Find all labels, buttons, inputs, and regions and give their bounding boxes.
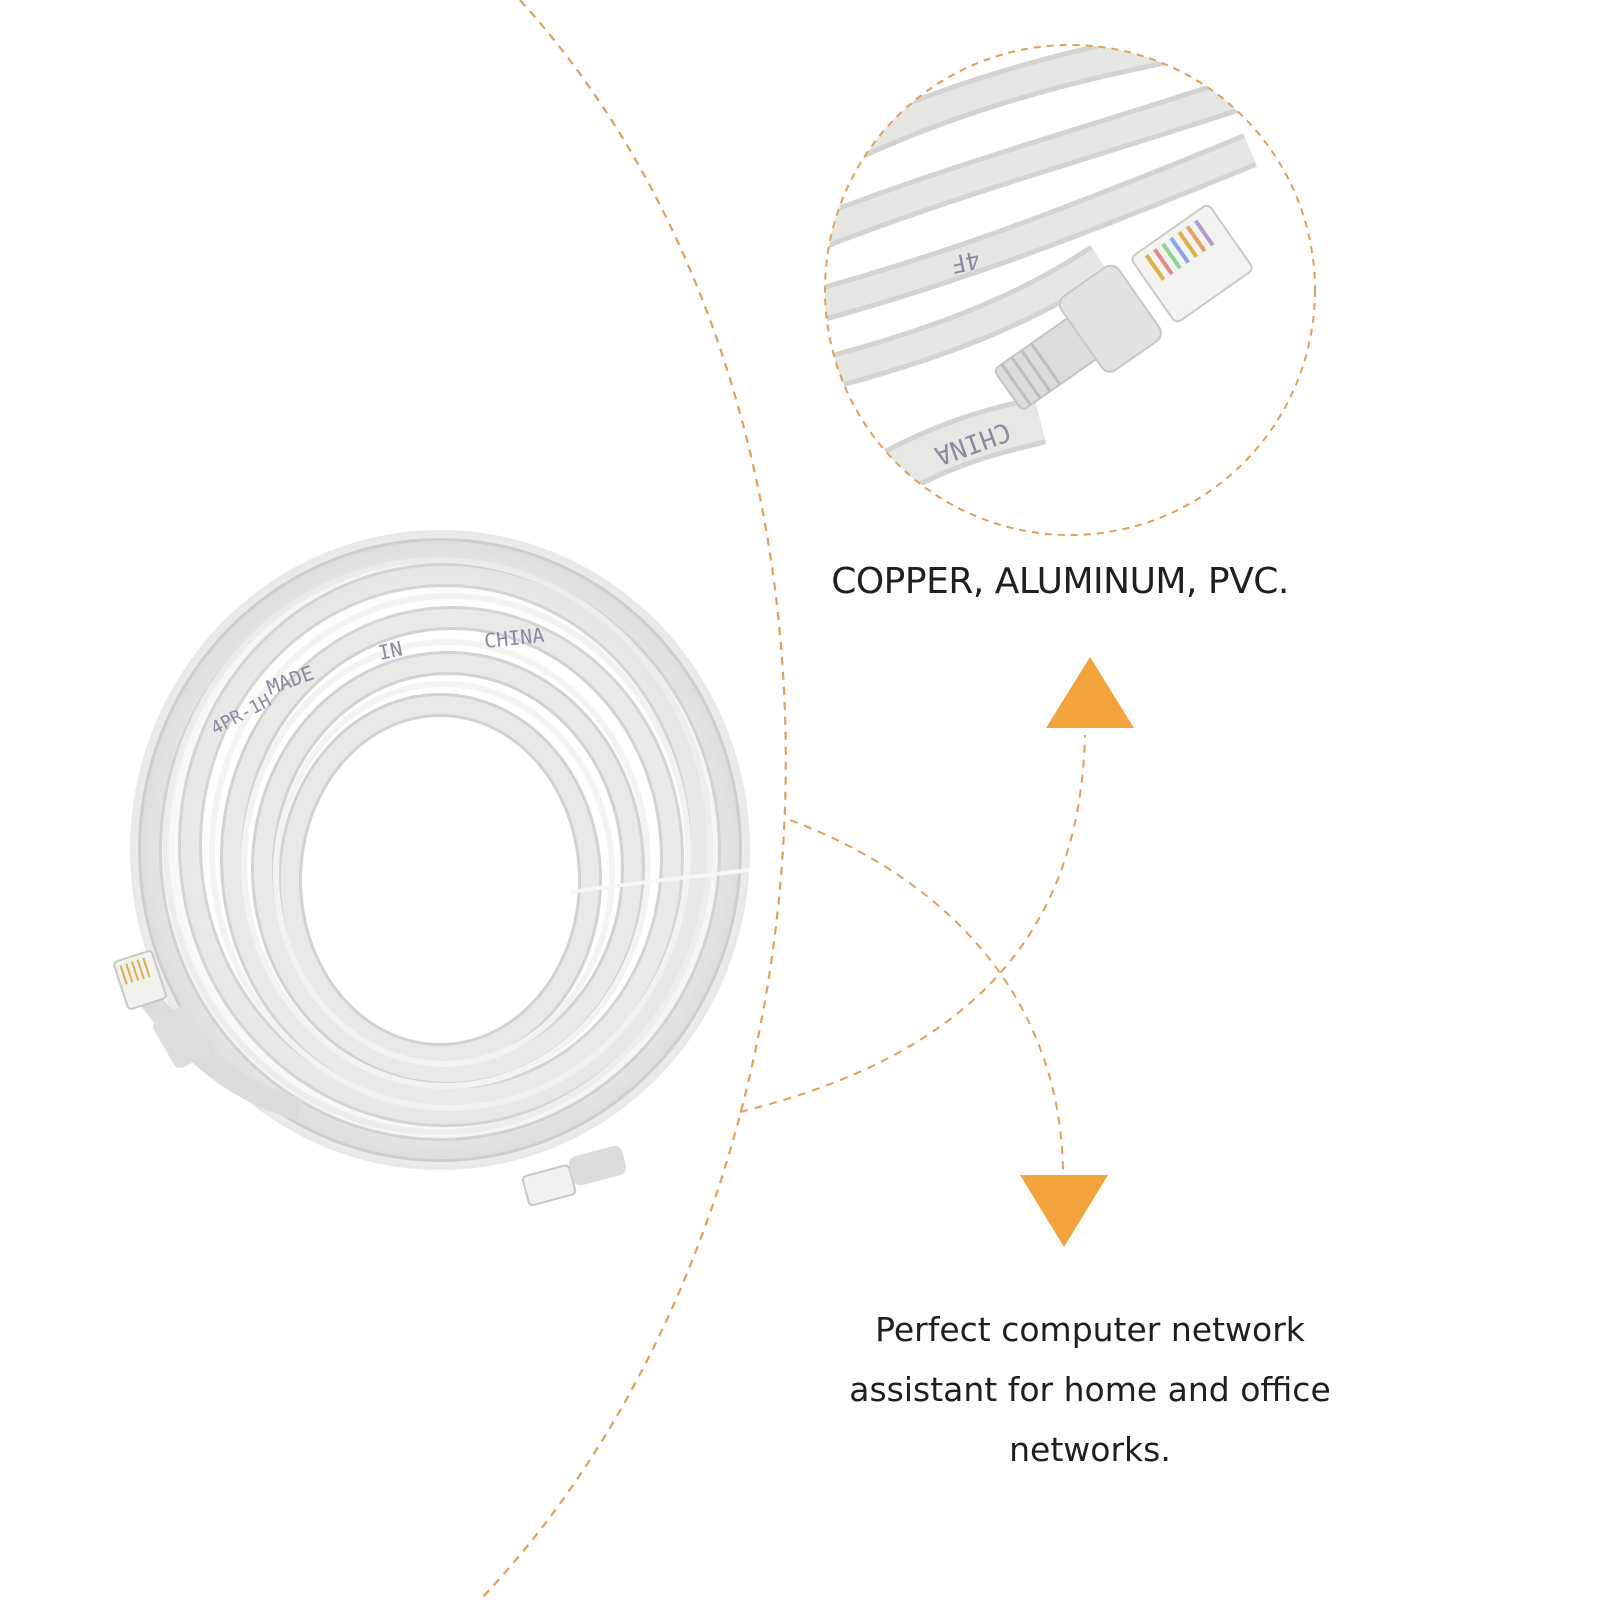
zoom-detail-circle: CHINA 4F (824, 44, 1316, 536)
dashed-divider-arc (479, 0, 787, 1600)
rj45-connector-icon (113, 950, 304, 1121)
usage-description: Perfect computer network assistant for h… (849, 1310, 1331, 1469)
dashed-connector-down (789, 819, 1064, 1171)
rj45-connector-bottom (521, 1145, 627, 1207)
zoom-print-code: 4F (948, 245, 982, 278)
down-arrow-icon (1020, 1175, 1108, 1247)
up-arrow-icon (1046, 657, 1134, 728)
zoom-rj45-plug-icon (1131, 204, 1253, 323)
cable-coil: MADE IN CHINA 4PR-1H (113, 530, 751, 1207)
dashed-connector-up (739, 734, 1086, 1113)
cable-print-in: IN (376, 636, 405, 664)
material-label: COPPER, ALUMINUM, PVC. (831, 561, 1289, 602)
